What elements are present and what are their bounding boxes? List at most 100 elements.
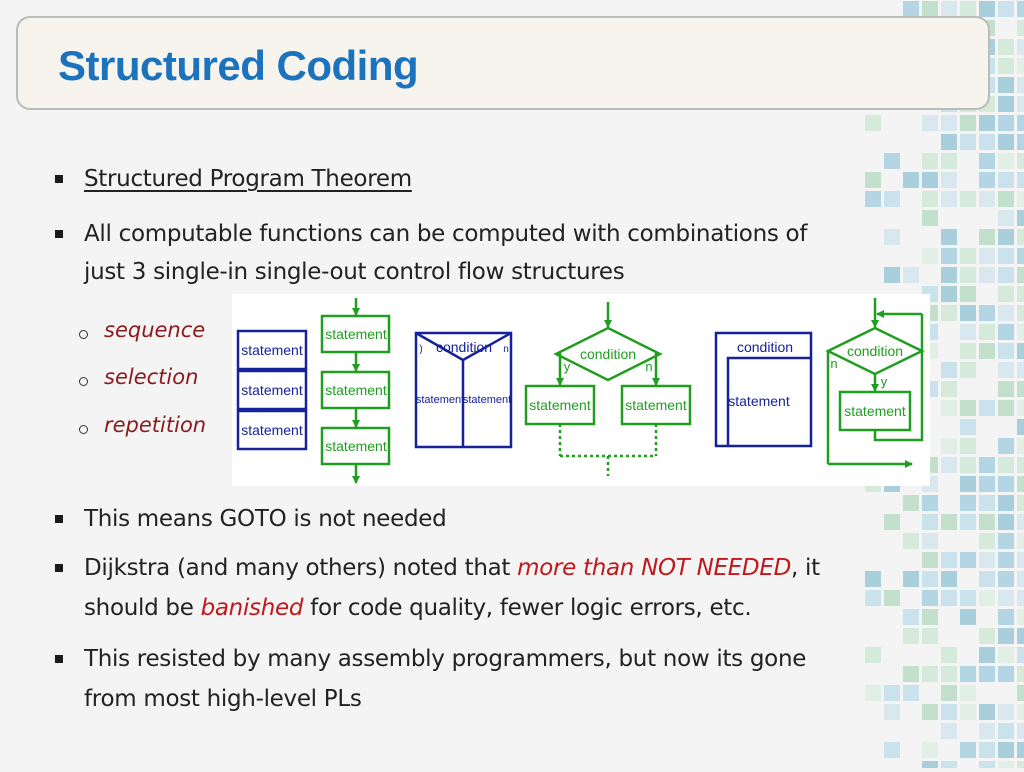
sequence-green-diagram [320,298,391,484]
mosaic-tile [960,476,976,492]
mosaic-tile [979,571,995,587]
mosaic-tile [941,723,957,739]
mosaic-tile [998,742,1014,758]
mosaic-tile [979,704,995,720]
mosaic-tile [998,96,1014,112]
dijkstra-text: Dijkstra (and many others) noted that [84,555,518,581]
mosaic-tile [979,628,995,644]
mosaic-tile [1017,704,1024,720]
sub-bullet-marker [79,425,88,434]
mosaic-tile [941,153,957,169]
sequence-blue-diagram [236,329,308,451]
bullet-computable-line2: just 3 single-in single-out control flow… [84,259,625,285]
mosaic-tile [998,381,1014,397]
repetition-green-diagram [825,298,925,468]
mosaic-tile [922,666,938,682]
mosaic-tile [884,229,900,245]
mosaic-tile [979,267,995,283]
sub-item-sequence: sequence [104,318,206,342]
mosaic-tile [998,647,1014,663]
mosaic-tile [979,248,995,264]
mosaic-tile [1017,438,1024,454]
mosaic-tile [922,248,938,264]
mosaic-tile [979,666,995,682]
bullet-marker [55,655,63,663]
mosaic-tile [979,590,995,606]
selection-green-right-label: statement [625,397,687,413]
sub-item-repetition: repetition [104,413,207,437]
control-flow-diagram: statement statement statement statement … [232,294,930,486]
slide-title: Structured Coding [58,42,419,89]
mosaic-tile [979,457,995,473]
mosaic-tile [998,457,1014,473]
mosaic-tile [922,191,938,207]
mosaic-tile [1017,628,1024,644]
mosaic-tile [998,267,1014,283]
mosaic-tile [998,514,1014,530]
mosaic-tile [1017,362,1024,378]
mosaic-tile [960,685,976,701]
mosaic-tile [960,438,976,454]
mosaic-tile [884,191,900,207]
mosaic-tile [941,552,957,568]
mosaic-tile [1017,1,1024,17]
mosaic-tile [922,210,938,226]
mosaic-tile [1017,476,1024,492]
bullet-goto: This means GOTO is not needed [84,506,447,532]
selection-green-condition: condition [580,346,636,362]
mosaic-tile [998,400,1014,416]
mosaic-tile [1017,666,1024,682]
sub-bullet-marker [79,377,88,386]
mosaic-tile [922,628,938,644]
mosaic-tile [998,590,1014,606]
mosaic-tile [884,153,900,169]
mosaic-tile [998,115,1014,131]
mosaic-tile [979,134,995,150]
bullet-assembly-line2: from most high-level PLs [84,686,362,712]
selection-green-diagram [524,302,692,476]
mosaic-tile [960,514,976,530]
mosaic-tile [922,552,938,568]
mosaic-tile [941,1,957,17]
mosaic-tile [960,248,976,264]
mosaic-tile [941,248,957,264]
bullet-dijkstra-line1: Dijkstra (and many others) noted that mo… [84,549,820,587]
mosaic-tile [998,58,1014,74]
mosaic-tile [903,495,919,511]
mosaic-tile [1017,229,1024,245]
mosaic-tile [941,571,957,587]
mosaic-tile [960,305,976,321]
mosaic-tile [884,267,900,283]
mosaic-tile [960,1,976,17]
mosaic-tile [998,438,1014,454]
mosaic-tile [865,647,881,663]
mosaic-tile [1017,419,1024,435]
selection-blue-left-mark: ) [419,344,422,355]
bullet-marker [55,175,63,183]
mosaic-tile [903,267,919,283]
mosaic-tile [1017,495,1024,511]
mosaic-tile [979,723,995,739]
dijkstra-text-tail: , it [791,555,820,581]
repetition-green-condition: condition [847,343,903,359]
dijkstra-line2-text: should be [84,595,201,621]
selection-green-diamond [553,326,663,382]
mosaic-tile [998,628,1014,644]
mosaic-tile [1017,153,1024,169]
selection-blue-right-mark: n [503,344,509,355]
emphasis-banished: banished [200,595,304,621]
mosaic-tile [960,704,976,720]
mosaic-tile [998,248,1014,264]
bullet-marker [55,515,63,523]
mosaic-tile [1017,552,1024,568]
mosaic-tile [922,1,938,17]
mosaic-tile [922,495,938,511]
mosaic-tile [884,742,900,758]
mosaic-tile [884,514,900,530]
mosaic-tile [922,609,938,625]
mosaic-tile [979,229,995,245]
mosaic-tile [903,666,919,682]
sub-item-selection: selection [104,365,199,389]
sequence-green-label-2: statement [325,382,387,398]
mosaic-tile [1017,286,1024,302]
